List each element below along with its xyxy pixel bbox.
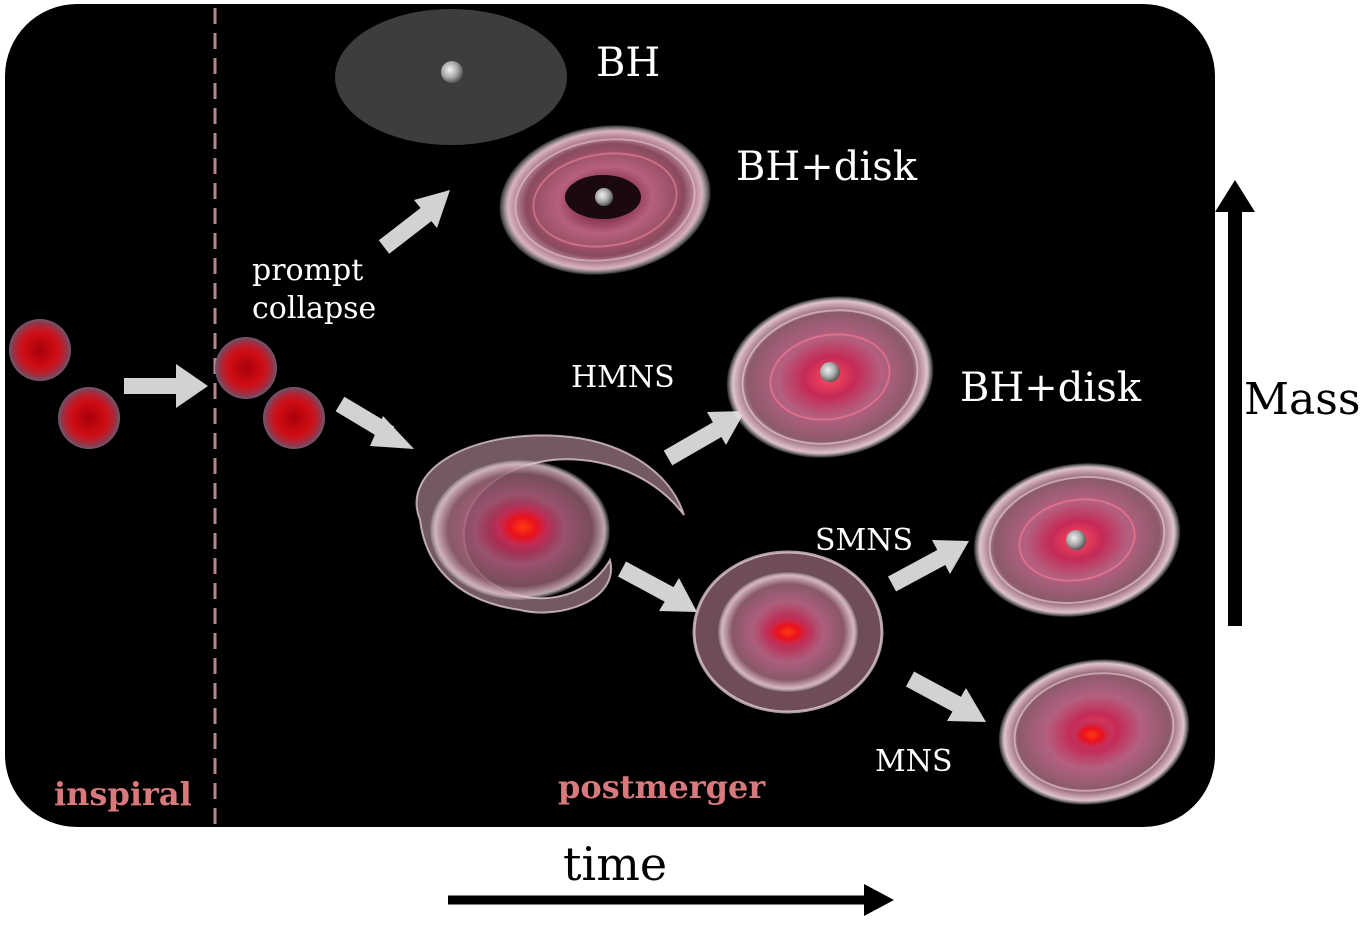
flow-arrows xyxy=(124,364,208,408)
label-bh-disk-middle: BH+disk xyxy=(960,365,1142,411)
black-hole xyxy=(335,9,567,145)
merger-remnant xyxy=(692,550,884,714)
arrow-hmns xyxy=(663,411,745,466)
label-mass: Mass xyxy=(1244,374,1360,425)
diagram-panel xyxy=(5,4,1215,827)
arrow-to-merger xyxy=(335,396,414,449)
label-prompt: prompt xyxy=(252,253,363,288)
label-smns: SMNS xyxy=(815,523,913,558)
bh-disk-top xyxy=(499,125,711,275)
label-mns: MNS xyxy=(875,744,953,779)
arrow-prompt-collapse xyxy=(378,190,450,254)
arrow-mns xyxy=(905,671,986,722)
inspiral-binary xyxy=(9,319,120,449)
merging-binary xyxy=(215,337,325,449)
merger-spiral xyxy=(415,434,685,614)
label-inspiral: inspiral xyxy=(54,775,192,813)
label-time: time xyxy=(563,837,667,891)
smns-outcome-disk xyxy=(973,463,1181,617)
mass-axis xyxy=(1215,180,1255,626)
mns-outcome xyxy=(998,659,1190,805)
label-postmerger: postmerger xyxy=(558,768,766,806)
bh-disk-middle xyxy=(726,296,934,458)
arrow-smns xyxy=(887,540,969,592)
label-bh-disk-top: BH+disk xyxy=(736,144,918,190)
label-hmns: HMNS xyxy=(571,360,675,395)
label-bh: BH xyxy=(596,40,660,86)
arrow-to-remnant xyxy=(617,561,697,612)
label-collapse: collapse xyxy=(252,291,376,326)
time-axis xyxy=(448,884,894,916)
